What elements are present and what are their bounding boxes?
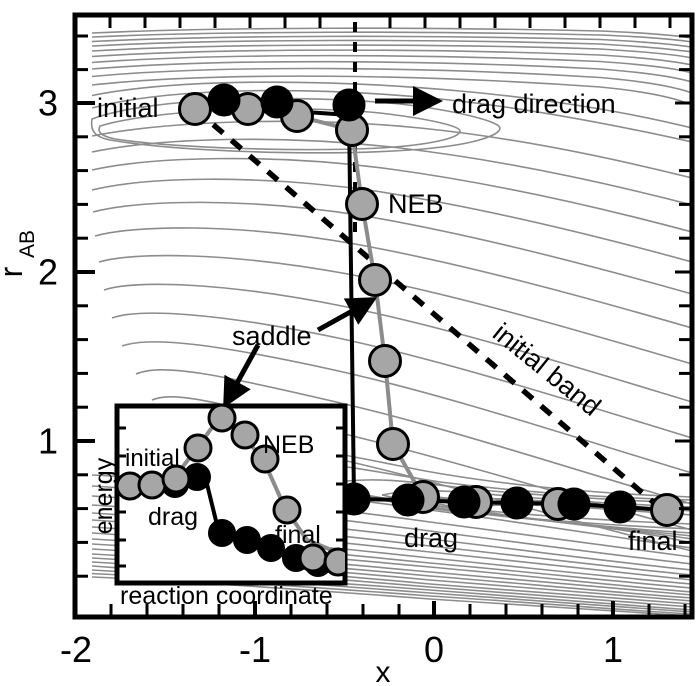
y-tick-label-3: 3 (38, 83, 58, 124)
neb-marker (178, 92, 212, 126)
label-initial: initial (97, 93, 159, 123)
inset-xlabel: reaction coordinate (120, 582, 333, 610)
drag-marker (603, 490, 637, 524)
drag-marker (260, 85, 294, 119)
y-axis-ticks (75, 101, 95, 443)
drag-marker (557, 487, 591, 521)
label-saddle: saddle (232, 321, 312, 351)
x-axis-title: x (376, 656, 391, 686)
neb-marker (368, 344, 402, 378)
top-axis-ticks (108, 15, 672, 28)
neb-marker (650, 493, 684, 527)
inset-label-drag: drag (148, 503, 198, 531)
y-axis-title-main: r (0, 266, 29, 277)
right-axis-ticks (675, 34, 692, 578)
x-tick-label-neg1: -1 (239, 629, 271, 670)
initial-band-line (193, 106, 669, 517)
label-final: final (628, 526, 678, 556)
y-axis-minor-ticks (75, 34, 88, 578)
x-tick-label-0: 0 (424, 629, 444, 670)
y-axis-title-sub: AB (16, 230, 39, 258)
drag-marker (447, 485, 481, 519)
y-tick-label-2: 2 (38, 252, 58, 293)
label-neb: NEB (388, 189, 444, 219)
saddle-arrow-lower (223, 343, 261, 409)
main-axes-frame (72, 12, 695, 620)
drag-marker (207, 83, 241, 117)
y-axis-title: r AB (0, 230, 39, 277)
inset-label-neb: NEB (263, 431, 314, 459)
neb-marker (358, 263, 392, 297)
x-tick-label-neg2: -2 (60, 629, 92, 670)
label-drag: drag (404, 523, 458, 553)
inset-ylabel: energy (90, 457, 118, 534)
inset-label-final: final (275, 521, 321, 549)
y-tick-label-1: 1 (38, 421, 58, 462)
drag-marker (500, 486, 534, 520)
neb-marker (345, 187, 379, 221)
drag-marker (391, 483, 425, 517)
inset-label-initial: initial (125, 445, 180, 472)
x-axis-minor-ticks (109, 604, 687, 617)
inset-neb-markers (117, 406, 345, 577)
x-tick-label-1: 1 (603, 629, 623, 670)
drag-marker (332, 88, 366, 122)
inset-panel: initial NEB drag final reaction coordina… (90, 403, 348, 610)
saddle-arrow-upper (316, 297, 378, 333)
label-drag-direction: drag direction (452, 89, 616, 119)
neb-marker (376, 427, 410, 461)
x-axis-ticks (253, 601, 615, 617)
